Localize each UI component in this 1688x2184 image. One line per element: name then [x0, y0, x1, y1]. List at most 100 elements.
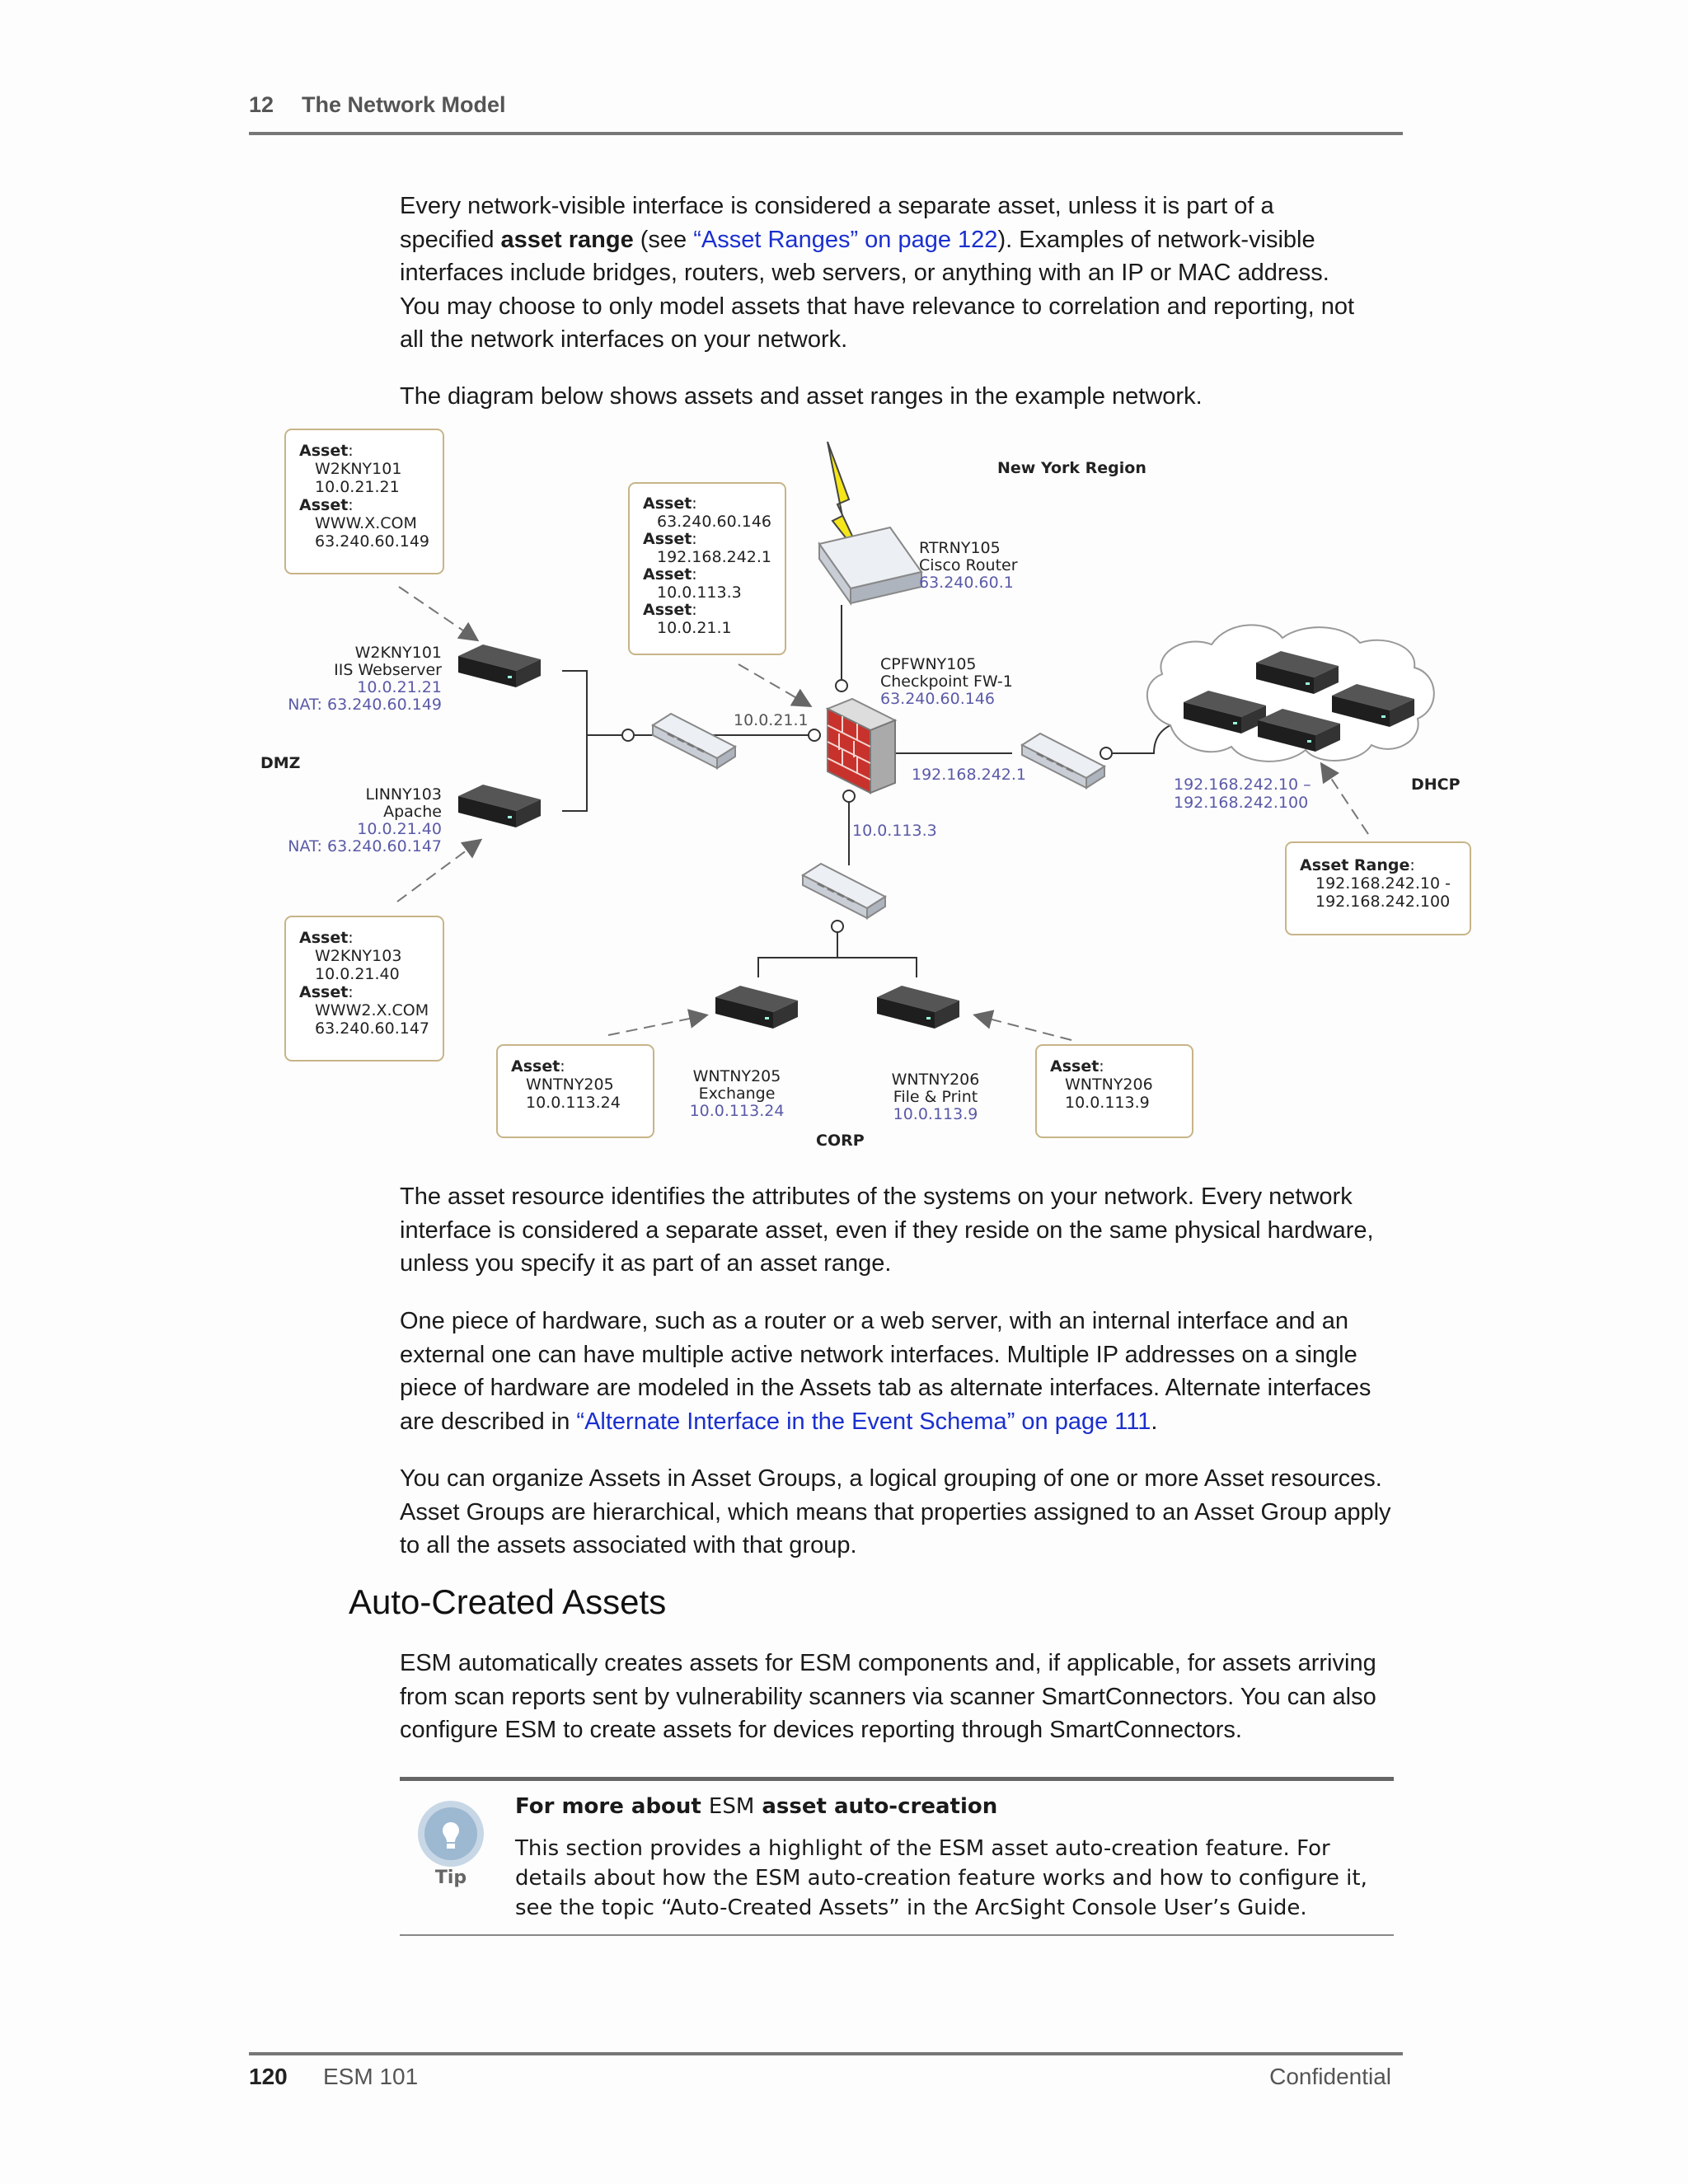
svg-text:192.168.242.100: 192.168.242.100: [1315, 893, 1450, 911]
svg-text:10.0.21.40: 10.0.21.40: [315, 965, 400, 983]
svg-text:Checkpoint FW-1: Checkpoint FW-1: [880, 673, 1013, 691]
svg-text:WNTNY206: WNTNY206: [892, 1071, 980, 1089]
svg-text:10.0.21.21: 10.0.21.21: [357, 678, 442, 696]
diagram-intro: The diagram below shows assets and asset…: [400, 383, 1203, 410]
alternate-interface-link[interactable]: “Alternate Interface in the Event Schema…: [576, 1408, 1151, 1435]
dmz-hub-icon: [651, 712, 737, 770]
link-dmz-ip: 10.0.21.1: [734, 711, 809, 729]
tip-title: For more about ESM asset auto-creation: [515, 1794, 997, 1819]
asset-ranges-link[interactable]: “Asset Ranges” on page 122: [693, 226, 998, 253]
book-title: ESM 101: [323, 2064, 419, 2089]
file-print-server-icon: [877, 986, 959, 1029]
text: asset auto-creation: [754, 1794, 998, 1819]
svg-text:Asset:: Asset:: [643, 565, 697, 583]
svg-text:Asset:: Asset:: [299, 983, 354, 1001]
dhcp-host-icon: [1258, 709, 1340, 752]
dmz-label: DMZ: [260, 754, 300, 772]
svg-text:63.240.60.149: 63.240.60.149: [315, 532, 429, 551]
line: all the network interfaces on your netwo…: [400, 326, 848, 353]
svg-text:Asset:: Asset:: [299, 929, 354, 947]
firewall-label: CPFWNY105 Checkpoint FW-1 63.240.60.146: [880, 655, 1013, 708]
svg-text:Asset:: Asset:: [299, 496, 354, 514]
asset-box-dmz2: Asset: W2KNY103 10.0.21.40 Asset: WWW2.X…: [284, 916, 444, 1062]
svg-text:LINNY103: LINNY103: [366, 785, 443, 804]
text: ). Examples of network-visible: [997, 226, 1315, 253]
dhcp-host-icon: [1256, 651, 1339, 694]
exchange-server-icon: [715, 986, 798, 1029]
lightning-icon: [827, 441, 865, 561]
file-print-server-label: WNTNY206 File & Print 10.0.113.9: [892, 1071, 980, 1123]
svg-text:192.168.242.1: 192.168.242.1: [657, 548, 771, 566]
svg-text:WNTNY206: WNTNY206: [1065, 1076, 1153, 1094]
auto-created-paragraph: ESM automatically creates assets for ESM…: [400, 1650, 1376, 1743]
asset-resource-paragraph: The asset resource identifies the attrib…: [400, 1183, 1374, 1277]
tip-box: Tip For more about ESM asset auto-creati…: [400, 1777, 1394, 1936]
svg-text:Tip: Tip: [435, 1868, 467, 1888]
svg-text:Asset:: Asset:: [511, 1057, 565, 1076]
text: specified: [400, 226, 501, 253]
svg-text:W2KNY101: W2KNY101: [315, 460, 401, 478]
svg-text:Asset:: Asset:: [1050, 1057, 1104, 1076]
dhcp-host-icon: [1332, 684, 1414, 727]
svg-text:RTRNY105: RTRNY105: [919, 539, 1001, 557]
web-server-2-label: LINNY103 Apache 10.0.21.40 NAT: 63.240.6…: [288, 785, 442, 855]
svg-text:10.0.21.1: 10.0.21.1: [657, 619, 732, 637]
svg-text:10.0.21.21: 10.0.21.21: [315, 478, 400, 496]
firewall-icon: [825, 697, 898, 794]
svg-text:63.240.60.146: 63.240.60.146: [880, 690, 995, 708]
svg-text:63.240.60.146: 63.240.60.146: [657, 513, 771, 531]
line: interfaces include bridges, routers, web…: [400, 260, 1329, 286]
svg-text:Asset:: Asset:: [299, 442, 354, 460]
svg-text:10.0.113.9: 10.0.113.9: [1065, 1094, 1150, 1112]
corp-hub-icon: [801, 862, 887, 920]
svg-text:192.168.242.10 -: 192.168.242.10 -: [1315, 874, 1451, 893]
link-dhcp-ip: 192.168.242.1: [912, 766, 1026, 784]
line: You may choose to only model assets that…: [400, 293, 1355, 320]
hardware-paragraph: One piece of hardware, such as a router …: [400, 1305, 1397, 1438]
chapter-number: 12: [249, 92, 274, 117]
web-server-1-label: W2KNY101 IIS Webserver 10.0.21.21 NAT: 6…: [288, 644, 442, 714]
classification: Confidential: [1269, 2064, 1391, 2089]
text: One piece of hardware, such as a router …: [400, 1308, 1372, 1435]
page-footer: 120 ESM 101 Confidential: [249, 2052, 1403, 2097]
asset-range-box: Asset Range: 192.168.242.10 - 192.168.24…: [1285, 841, 1471, 935]
asset-range-term: asset range: [500, 226, 634, 253]
router-icon: [818, 526, 923, 607]
asset-box-corp1: Asset: WNTNY205 10.0.113.24: [496, 1044, 654, 1138]
svg-text:10.0.113.24: 10.0.113.24: [690, 1102, 785, 1120]
svg-text:192.168.242.10 –: 192.168.242.10 –: [1174, 776, 1311, 794]
svg-text:WWW2.X.COM: WWW2.X.COM: [315, 1001, 429, 1019]
ny-region-label: New York Region: [997, 459, 1146, 477]
svg-text:63.240.60.147: 63.240.60.147: [315, 1019, 429, 1038]
svg-text:WWW.X.COM: WWW.X.COM: [315, 514, 417, 532]
chapter-title: The Network Model: [302, 92, 506, 117]
svg-text:10.0.113.3: 10.0.113.3: [657, 583, 742, 602]
svg-text:W2KNY101: W2KNY101: [355, 644, 442, 662]
svg-text:Asset:: Asset:: [643, 530, 697, 548]
corp-label: CORP: [816, 1132, 865, 1150]
svg-text:NAT: 63.240.60.147: NAT: 63.240.60.147: [288, 837, 442, 855]
tip-lightbulb-icon: Tip: [418, 1801, 484, 1888]
link-corp-ip: 10.0.113.3: [852, 822, 937, 840]
svg-text:10.0.113.24: 10.0.113.24: [526, 1094, 621, 1112]
asset-groups-paragraph: You can organize Assets in Asset Groups,…: [400, 1465, 1391, 1558]
svg-text:IIS Webserver: IIS Webserver: [334, 661, 442, 679]
router-label: RTRNY105 Cisco Router 63.240.60.1: [919, 539, 1018, 592]
text: .: [1151, 1408, 1158, 1435]
svg-text:File & Print: File & Print: [893, 1088, 978, 1106]
svg-text:WNTNY205: WNTNY205: [526, 1076, 614, 1094]
svg-text:Asset:: Asset:: [643, 601, 697, 619]
svg-text:W2KNY103: W2KNY103: [315, 947, 401, 965]
svg-text:NAT: 63.240.60.149: NAT: 63.240.60.149: [288, 696, 442, 714]
svg-text:10.0.21.40: 10.0.21.40: [357, 820, 442, 838]
dhcp-label: DHCP: [1411, 776, 1461, 794]
dhcp-host-icon: [1184, 691, 1266, 733]
svg-text:10.0.113.9: 10.0.113.9: [893, 1105, 978, 1123]
svg-text:63.240.60.1: 63.240.60.1: [919, 574, 1014, 592]
dhcp-hub-icon: [1020, 732, 1106, 790]
svg-text:Asset:: Asset:: [643, 494, 697, 513]
svg-text:Asset Range:: Asset Range:: [1300, 856, 1415, 874]
page-header: 12 The Network Model: [249, 92, 1403, 135]
asset-box-firewall: Asset: 63.240.60.146 Asset: 192.168.242.…: [628, 482, 786, 655]
dhcp-range-label: 192.168.242.10 – 192.168.242.100: [1174, 776, 1311, 812]
